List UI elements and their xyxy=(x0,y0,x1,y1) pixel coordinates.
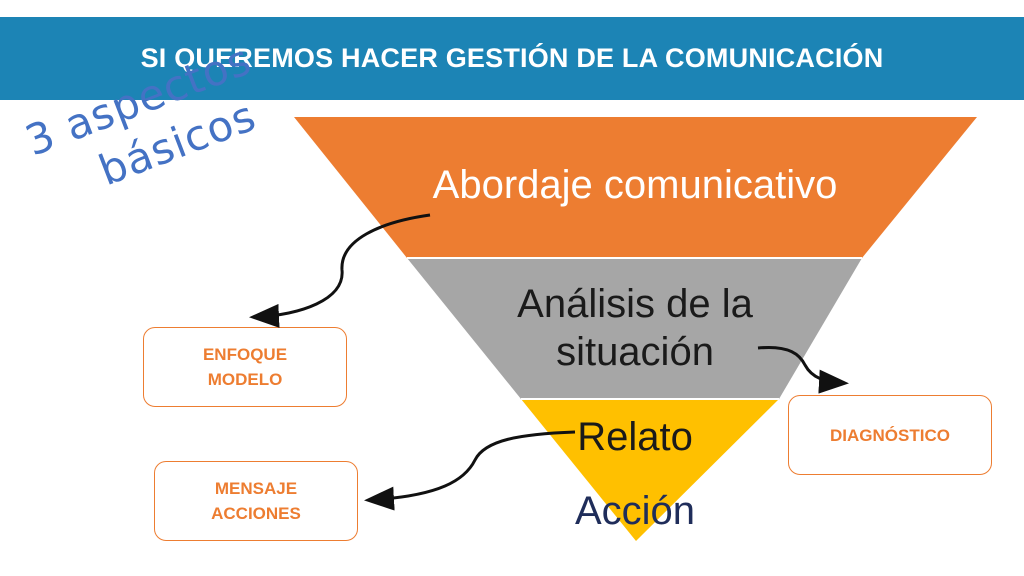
funnel-level-relato xyxy=(521,399,779,541)
enfoque-modelo-box: ENFOQUE MODELO xyxy=(143,327,347,407)
funnel-label-analisis-line1: Análisis de la xyxy=(517,282,753,326)
funnel-label-analisis-line2: situación xyxy=(556,330,714,374)
diagnostico-label: DIAGNÓSTICO xyxy=(830,425,950,445)
mensaje-acciones-box: MENSAJE ACCIONES xyxy=(154,461,358,541)
page-title: SI QUEREMOS HACER GESTIÓN DE LA COMUNICA… xyxy=(140,43,884,73)
funnel-label-abordaje: Abordaje comunicativo xyxy=(432,163,838,207)
funnel-label-analisis: Análisis de la situación xyxy=(480,280,790,376)
funnel-label-relato: Relato xyxy=(577,415,693,459)
modelo-label: MODELO xyxy=(207,370,283,389)
funnel-level-analisis xyxy=(407,258,862,399)
acciones-label: ACCIONES xyxy=(211,504,301,523)
funnel-label-accion: Acción xyxy=(574,489,696,533)
enfoque-label: ENFOQUE xyxy=(202,345,288,364)
diagnostico-box: DIAGNÓSTICO xyxy=(788,395,992,475)
funnel-level-abordaje xyxy=(294,117,977,258)
mensaje-label: MENSAJE xyxy=(214,479,298,498)
header-bar: SI QUEREMOS HACER GESTIÓN DE LA COMUNICA… xyxy=(0,17,1024,100)
